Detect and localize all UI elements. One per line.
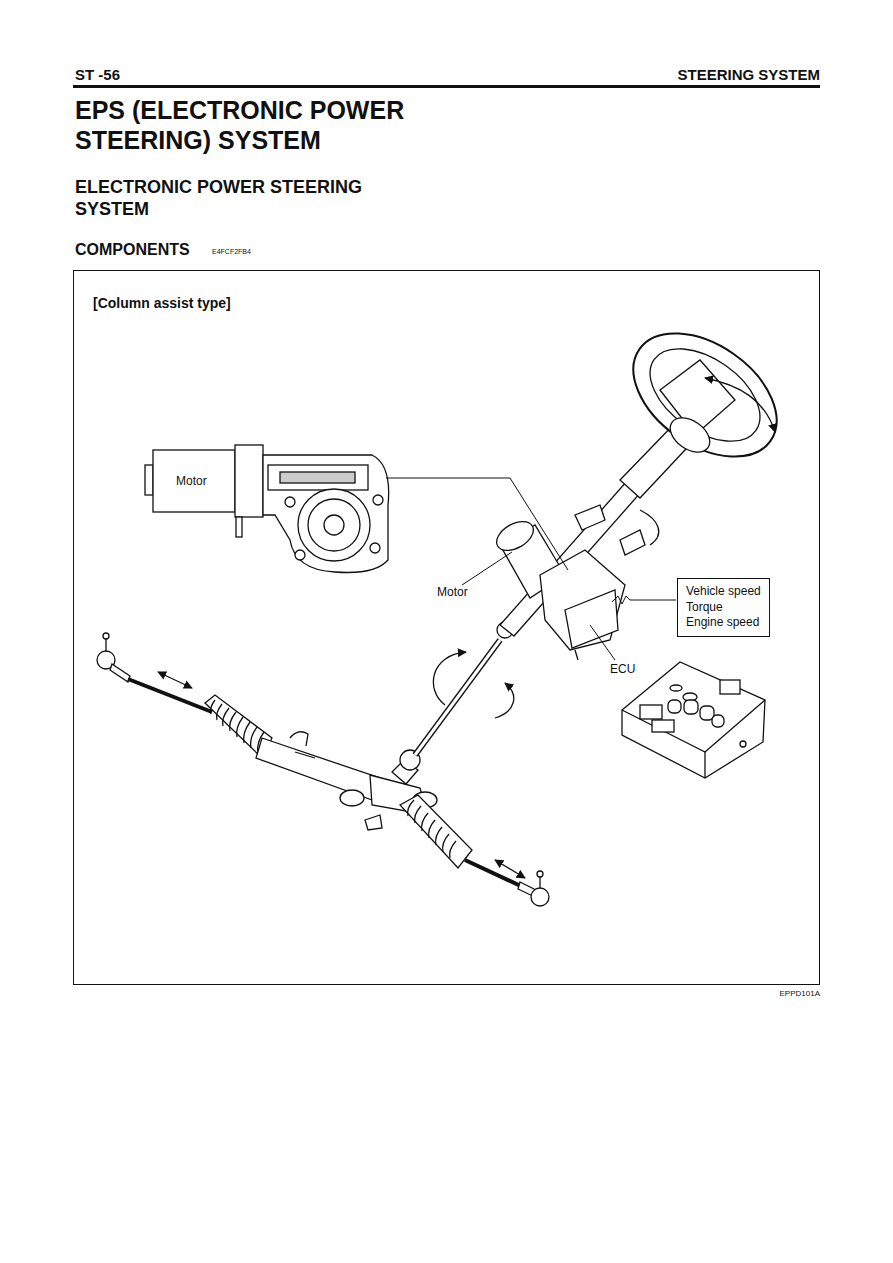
reference-code: E4FCF2FB4 <box>212 248 251 255</box>
part-label: ECU <box>610 662 635 676</box>
motion-arrows <box>158 378 775 878</box>
signal-box: Vehicle speedTorqueEngine speed <box>677 578 770 637</box>
leader-lines <box>386 478 676 660</box>
page-title: EPS (ELECTRONIC POWER STEERING) SYSTEM <box>75 95 445 155</box>
sub-heading: ELECTRONIC POWER STEERING SYSTEM <box>75 176 435 220</box>
part-label: Motor <box>437 585 468 599</box>
section-name: STEERING SYSTEM <box>677 66 820 83</box>
header-rule <box>73 85 820 88</box>
ecu-module <box>622 662 765 778</box>
motor-inset <box>145 445 389 573</box>
part-label: Motor <box>176 474 207 488</box>
section-heading: COMPONENTS <box>75 241 190 259</box>
figure-heading: [Column assist type] <box>93 295 231 311</box>
figure-code: EPPD101A <box>780 989 820 998</box>
signal-name: Torque <box>686 600 761 616</box>
signal-name: Vehicle speed <box>686 584 761 600</box>
steering-drawing <box>97 308 799 906</box>
figure-frame: [Column assist type]Vehicle speedTorqueE… <box>73 270 820 985</box>
page-number: ST -56 <box>75 66 120 83</box>
signal-name: Engine speed <box>686 615 761 631</box>
